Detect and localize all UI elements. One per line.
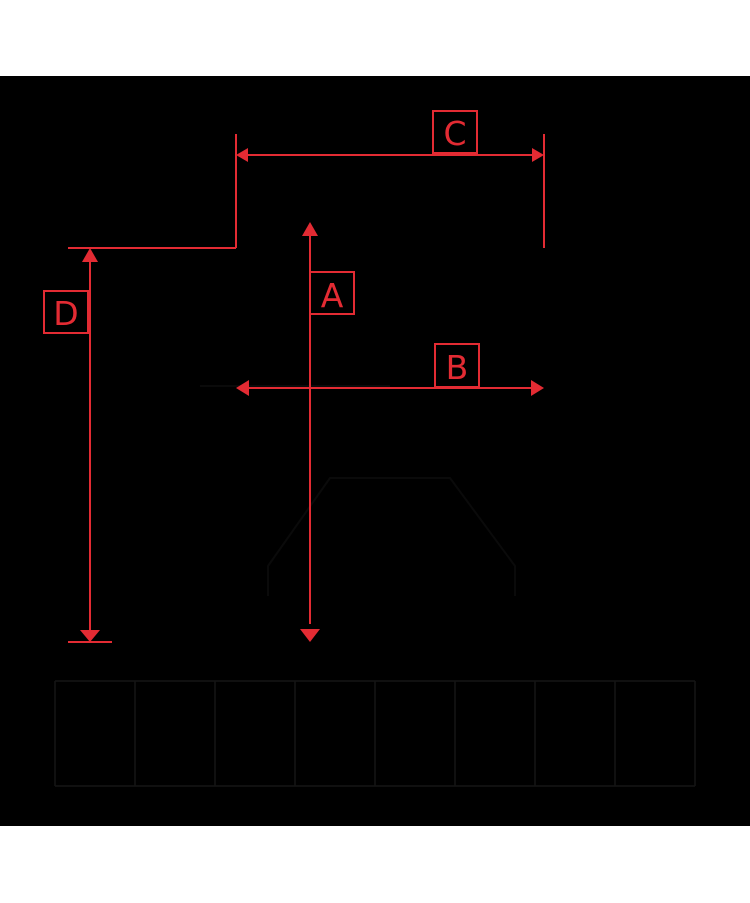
label-box-a (309, 271, 355, 315)
dimension-d: D (43, 248, 112, 643)
label-c: C (443, 114, 466, 153)
drawing-panel: C D A B (0, 76, 750, 826)
size-table (54, 680, 696, 787)
dimension-a: A (300, 222, 355, 642)
label-d: D (53, 294, 78, 333)
dimension-c: C (68, 110, 545, 249)
label-box-d (43, 290, 89, 334)
label-b: B (446, 348, 469, 387)
label-box-b (434, 343, 480, 388)
label-a: A (321, 276, 344, 315)
dimension-b: B (236, 343, 544, 396)
part-outline (200, 385, 516, 596)
dimension-diagram: C D A B (43, 110, 696, 787)
label-box-c (432, 110, 478, 154)
